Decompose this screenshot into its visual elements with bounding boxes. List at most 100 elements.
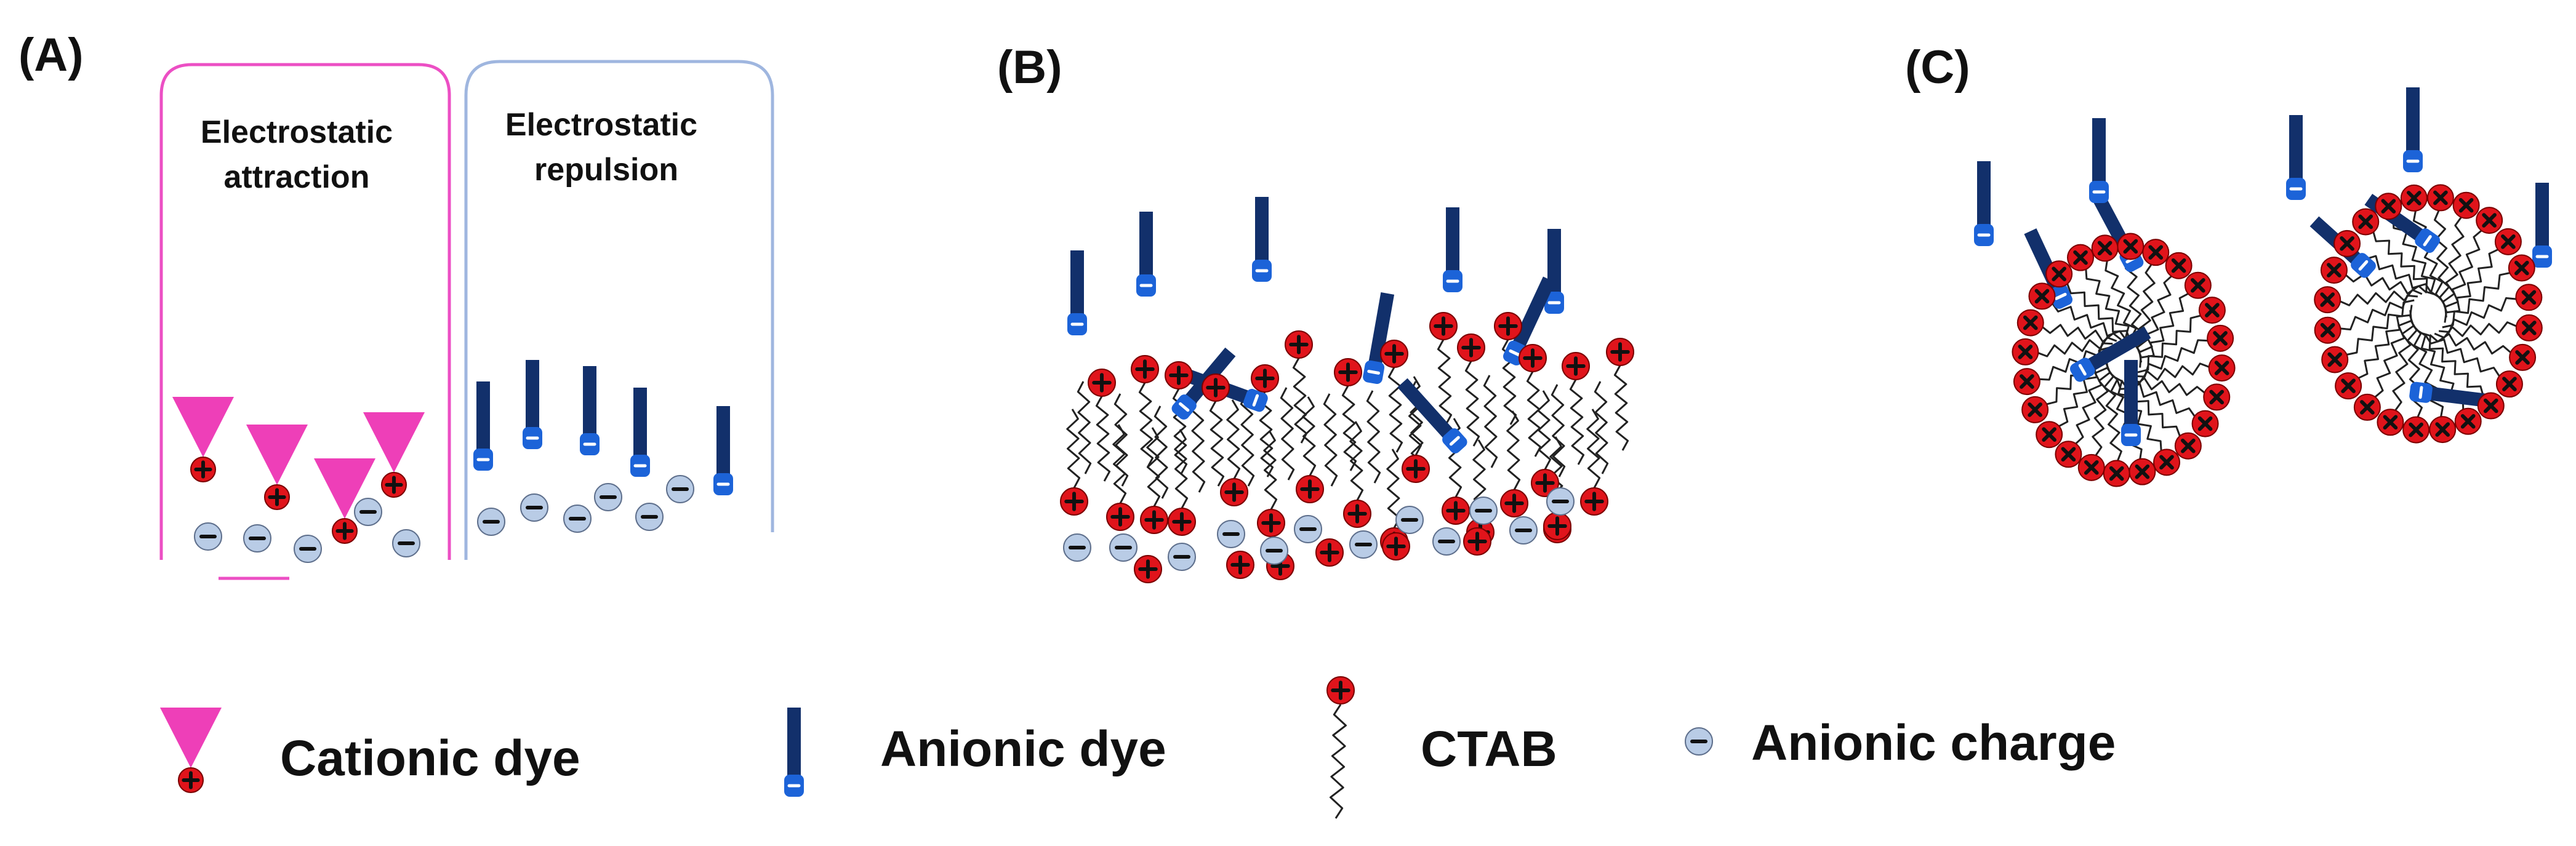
ctab-tail: [1240, 393, 1255, 487]
legend-ctab-tail: [1330, 704, 1347, 819]
anionic-dye-icon: [1136, 212, 1156, 297]
anionic-dye-icon: [2286, 115, 2306, 200]
anionic-dye-icon: [630, 388, 650, 477]
cation-head-icon: [1562, 352, 1590, 380]
anionic-dye-icon: [473, 381, 493, 471]
micelle-cation-head-icon: [2165, 252, 2193, 279]
micelle-ctab-tail: [2137, 314, 2202, 373]
micelle-cation-head-icon: [2375, 193, 2402, 220]
micelle-cation-head-icon: [2012, 338, 2039, 365]
anionic-charge-icon: [1260, 537, 1288, 565]
cation-head-icon: [1402, 455, 1430, 483]
anionic-dye-icon: [2532, 183, 2552, 268]
legend-ctab-label: CTAB: [1421, 721, 1557, 777]
repulsion-box: [464, 60, 774, 560]
cationic-dye-icon: [363, 412, 425, 498]
ctab-tail: [1280, 387, 1295, 481]
ctab-tail: [1095, 396, 1111, 482]
repulsion-label-line1: Electrostatic: [505, 107, 697, 143]
ctab-tail: [1209, 401, 1225, 487]
legend-ctab-head-icon: [1326, 676, 1355, 704]
micelle-cation-head-icon: [2314, 286, 2341, 314]
cation-head-icon: [1315, 538, 1344, 567]
cation-head-icon: [1220, 478, 1248, 506]
micelle-ctab-tail: [2037, 337, 2117, 357]
cation-head-icon: [1500, 489, 1528, 517]
cation-head-icon: [1494, 312, 1522, 340]
anionic-dye-icon: [1974, 161, 1994, 246]
cation-head-icon: [1580, 487, 1608, 516]
ctab-tail: [1594, 381, 1609, 474]
anionic-charge-icon: [594, 483, 622, 511]
repulsion-label-line2: repulsion: [534, 152, 678, 188]
ctab-tail: [1551, 384, 1566, 477]
anionic-dye-icon: [2121, 360, 2141, 446]
cation-head-icon: [1285, 330, 1313, 359]
micelle-ctab-tail: [2051, 302, 2127, 340]
micelle-cation-head-icon: [2429, 416, 2457, 444]
anionic-charge-icon: [563, 505, 592, 533]
anionic-dye-icon: [1397, 378, 1467, 453]
cationic-dye-head-icon: [264, 484, 290, 510]
micelle-ctab-tail: [2373, 309, 2412, 399]
micelle-cation-head-icon: [2454, 407, 2482, 435]
ctab-tail: [1112, 424, 1127, 504]
micelle-cation-head-icon: [2400, 184, 2428, 212]
ctab-tail: [1387, 367, 1403, 453]
ctab-tail: [1526, 371, 1542, 457]
micelle-ctab-tail: [2420, 332, 2484, 397]
micelle-ctab-tail: [2345, 273, 2428, 295]
micelle-cation-head-icon: [2142, 239, 2170, 266]
micelle-ctab-tail: [2442, 271, 2511, 329]
anionic-charge-icon: [477, 508, 505, 536]
cation-head-icon: [1257, 509, 1285, 537]
ctab-tail: [1174, 429, 1189, 509]
micelle-ctab-tail: [2442, 216, 2465, 313]
micelle-ctab-tail: [2138, 275, 2173, 363]
anionic-dye-icon: [2403, 87, 2423, 172]
micelle-ctab-tail: [2074, 357, 2109, 445]
anionic-charge-icon: [1168, 543, 1196, 571]
micelle-cation-head-icon: [2055, 441, 2082, 468]
anionic-dye-icon: [580, 366, 600, 455]
cation-head-icon: [1251, 364, 1279, 393]
micelle-ctab-tail: [2340, 294, 2418, 330]
cation-head-icon: [1457, 333, 1485, 362]
ctab-tail: [1323, 393, 1338, 487]
legend-anionic-charge-label: Anionic charge: [1751, 715, 2116, 771]
ctab-tail: [1349, 421, 1364, 501]
cation-head-icon: [1165, 361, 1193, 389]
micelle-cation-head-icon: [2452, 191, 2480, 219]
micelle-ctab-tail: [2339, 289, 2423, 306]
micelle-ctab-tail: [2066, 282, 2132, 341]
micelle-cation-head-icon: [2198, 297, 2226, 324]
micelle-cation-head-icon: [2174, 432, 2202, 460]
micelle-cation-head-icon: [2045, 260, 2073, 288]
micelle-cation-head-icon: [2335, 372, 2362, 400]
anionic-charge-icon: [392, 529, 420, 557]
ctab-tail: [1263, 430, 1278, 510]
micelle-cation-head-icon: [2402, 416, 2430, 444]
micelle-cation-head-icon: [2333, 229, 2361, 257]
micelle-cation-head-icon: [2117, 233, 2145, 260]
cation-head-icon: [1226, 551, 1254, 579]
micelle-ctab-tail: [2092, 362, 2111, 457]
micelle-ctab-tail: [2412, 325, 2444, 418]
micelle-ctab-tail: [2134, 339, 2209, 378]
micelle-cation-head-icon: [2191, 410, 2219, 437]
cation-head-icon: [1519, 344, 1547, 372]
micelle-ctab-tail: [2346, 299, 2415, 356]
cation-head-icon: [1606, 338, 1634, 366]
panel-a-label: (A): [18, 29, 84, 81]
legend-anionic-dye-label: Anionic dye: [880, 721, 1166, 777]
micelle-cation-head-icon: [2494, 228, 2522, 255]
cationic-dye-head-icon: [381, 472, 407, 498]
legend-cationic-dye-label: Cationic dye: [280, 730, 580, 786]
anionic-dye-icon: [1363, 292, 1395, 385]
micelle-ctab-tail: [2125, 377, 2206, 396]
heads-layer: [194, 184, 2543, 756]
ctab-tail: [1506, 410, 1521, 490]
ctab-tail: [1586, 409, 1601, 489]
cation-head-icon: [1429, 312, 1458, 340]
ctab-tail: [1138, 382, 1154, 468]
